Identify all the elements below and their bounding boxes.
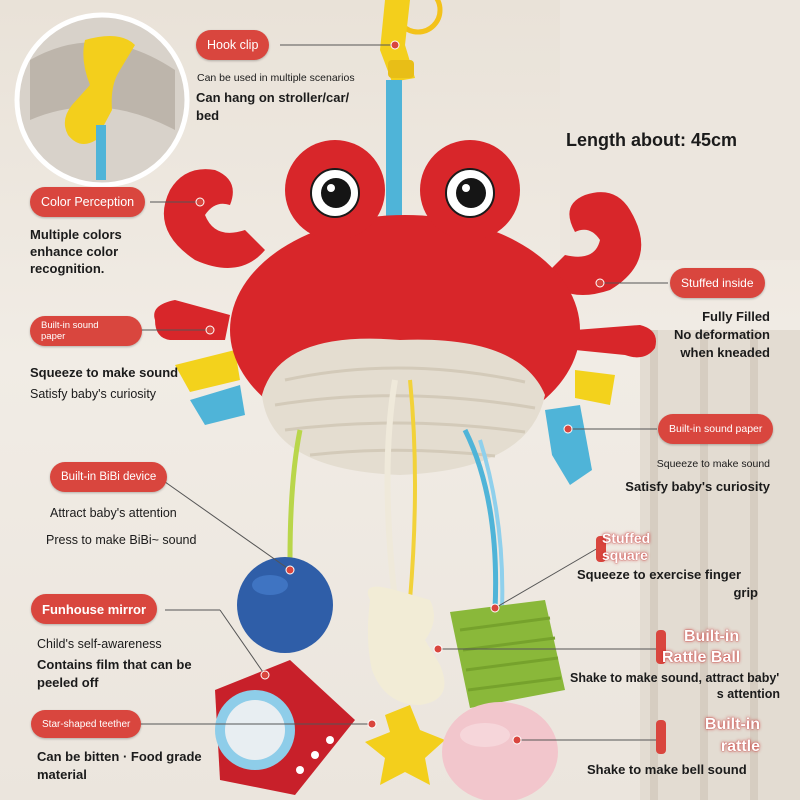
teether-line1: Can be bitten · Food grade xyxy=(37,749,202,764)
rattle-line1: Shake to make bell sound xyxy=(587,762,747,777)
sound-paper-right-line1: Squeeze to make sound xyxy=(656,458,770,470)
square-label1: Stuffed xyxy=(602,530,651,546)
sound-paper-left-line1: Squeeze to make sound xyxy=(30,365,179,380)
color-perception-label: Color Perception xyxy=(30,187,146,217)
rattle-marker xyxy=(656,720,666,754)
hook-clip-line1: Can be used in multiple scenarios xyxy=(197,72,355,84)
stuffed-line1: Fully Filled xyxy=(702,309,770,324)
hook-clip-line2: Can hang on stroller/car/ xyxy=(196,90,350,105)
mirror-line2: Contains film that can be xyxy=(37,657,192,672)
teether-line2: material xyxy=(37,767,87,782)
clip-inset-circle xyxy=(14,12,190,188)
cord-yellow xyxy=(408,379,417,601)
square-line2: grip xyxy=(733,585,758,600)
teether-label: Star-shaped teether xyxy=(31,710,142,738)
blue-ball xyxy=(237,557,333,653)
mirror-line3: peeled off xyxy=(37,675,99,690)
rattle-ball-label: Built-in Rattle Ball xyxy=(662,626,740,668)
bibi-line2: Press to make BiBi~ sound xyxy=(46,533,197,547)
color-line3: recognition. xyxy=(30,261,105,276)
length-title: Length about: 45cm xyxy=(566,130,738,150)
star-teether xyxy=(365,705,445,785)
square-label2: square xyxy=(602,547,648,563)
rattle-ball-marker xyxy=(656,630,666,664)
rattle-label2: rattle xyxy=(720,738,760,755)
hook-clip-line3: bed xyxy=(196,108,220,123)
rattle-label1: Built-in xyxy=(704,716,760,733)
crab-body xyxy=(154,140,656,485)
background-crib xyxy=(640,330,800,800)
mirror-label: Funhouse mirror xyxy=(31,594,158,624)
square-label: Stuffed square xyxy=(602,530,650,564)
callout-lines xyxy=(110,44,668,741)
pink-rattle xyxy=(442,702,558,800)
sound-paper-left-label: Built-in sound paper xyxy=(30,316,142,346)
rattle-ball-line1: Shake to make sound, attract baby' xyxy=(570,671,780,685)
stuffed-inside-label: Stuffed inside xyxy=(670,268,765,298)
rattle-ball-label2: Rattle Ball xyxy=(662,649,741,666)
rattle-ball-line2: s attention xyxy=(716,687,780,701)
sound-paper-left-label1: Built-in sound xyxy=(41,320,99,331)
funhouse-mirror xyxy=(215,660,355,795)
square-line1: Squeeze to exercise finger xyxy=(577,567,742,582)
cord-white xyxy=(384,379,398,601)
white-plush xyxy=(367,586,445,705)
cord-blue xyxy=(462,428,499,611)
stuffed-line3: when kneaded xyxy=(680,345,770,360)
sound-paper-left-line2: Satisfy baby's curiosity xyxy=(30,387,157,401)
bibi-line1: Attract baby's attention xyxy=(50,506,177,520)
ribbon xyxy=(386,80,402,240)
sound-paper-right-label: Built-in sound paper xyxy=(658,414,774,444)
hook-clip xyxy=(380,0,443,82)
square-marker xyxy=(596,536,606,562)
hook-clip-label: Hook clip xyxy=(196,30,270,60)
rattle-ball-label1: Built-in xyxy=(684,628,740,645)
cord-green xyxy=(287,429,303,561)
color-line1: Multiple colors xyxy=(30,227,122,242)
rattle-label: Built-in rattle xyxy=(690,714,760,758)
color-line2: enhance color xyxy=(30,244,119,259)
green-square xyxy=(450,600,565,708)
sound-paper-right-line2: Satisfy baby's curiosity xyxy=(625,479,770,494)
stuffed-line2: No deformation xyxy=(673,327,770,342)
bibi-label: Built-in BiBi device xyxy=(50,462,168,492)
mirror-line1: Child's self-awareness xyxy=(37,637,162,651)
sound-paper-left-label2: paper xyxy=(41,331,66,342)
